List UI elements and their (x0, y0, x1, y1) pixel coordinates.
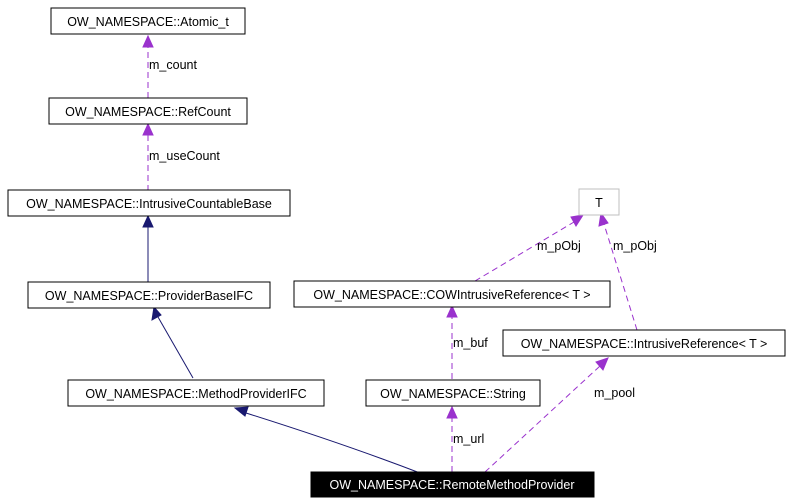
node-string[interactable]: OW_NAMESPACE::String (365, 379, 541, 407)
edge-inherit-icb (142, 214, 154, 282)
edge-label-m-buf: m_buf (453, 336, 488, 350)
node-intrusive-countable-base[interactable]: OW_NAMESPACE::IntrusiveCountableBase (7, 189, 291, 217)
node-atomic-t[interactable]: OW_NAMESPACE::Atomic_t (50, 7, 246, 35)
node-label: T (595, 196, 603, 210)
edge-m-url (446, 405, 458, 472)
node-label: OW_NAMESPACE::String (380, 387, 526, 401)
edge-label-m-pool: m_pool (594, 386, 635, 400)
edge-m-count (142, 34, 154, 98)
edge-label-m-pobj-iref: m_pObj (613, 239, 657, 253)
edge-label-m-count: m_count (149, 58, 197, 72)
edge-m-pobj-cow (474, 214, 585, 282)
node-label: OW_NAMESPACE::ProviderBaseIFC (45, 289, 253, 303)
edge-m-buf (446, 304, 458, 379)
node-label: OW_NAMESPACE::RemoteMethodProvider (330, 478, 575, 492)
node-cow-intrusive-reference[interactable]: OW_NAMESPACE::COWIntrusiveReference< T > (293, 280, 611, 308)
edge-label-m-url: m_url (453, 432, 484, 446)
node-remote-method-provider[interactable]: OW_NAMESPACE::RemoteMethodProvider (310, 471, 595, 498)
node-label: OW_NAMESPACE::RefCount (65, 105, 231, 119)
node-label: OW_NAMESPACE::COWIntrusiveReference< T > (313, 288, 590, 302)
node-label: OW_NAMESPACE::IntrusiveCountableBase (26, 197, 272, 211)
edge-inherit-pbifc (151, 305, 194, 379)
edge-m-pool (484, 357, 609, 473)
node-template-t[interactable]: T (578, 188, 620, 216)
edge-m-pobj-iref (598, 211, 638, 331)
node-label: OW_NAMESPACE::Atomic_t (67, 15, 229, 29)
node-method-provider-ifc[interactable]: OW_NAMESPACE::MethodProviderIFC (67, 379, 325, 407)
edge-label-m-pobj-cow: m_pObj (537, 239, 581, 253)
node-intrusive-reference[interactable]: OW_NAMESPACE::IntrusiveReference< T > (502, 329, 786, 357)
node-label: OW_NAMESPACE::IntrusiveReference< T > (521, 337, 768, 351)
edge-m-usecount (142, 122, 154, 191)
edge-label-m-usecount: m_useCount (149, 149, 220, 163)
node-refcount[interactable]: OW_NAMESPACE::RefCount (48, 97, 248, 125)
edge-inherit-mpifc (233, 406, 421, 474)
node-provider-base-ifc[interactable]: OW_NAMESPACE::ProviderBaseIFC (27, 281, 271, 309)
node-label: OW_NAMESPACE::MethodProviderIFC (85, 387, 306, 401)
